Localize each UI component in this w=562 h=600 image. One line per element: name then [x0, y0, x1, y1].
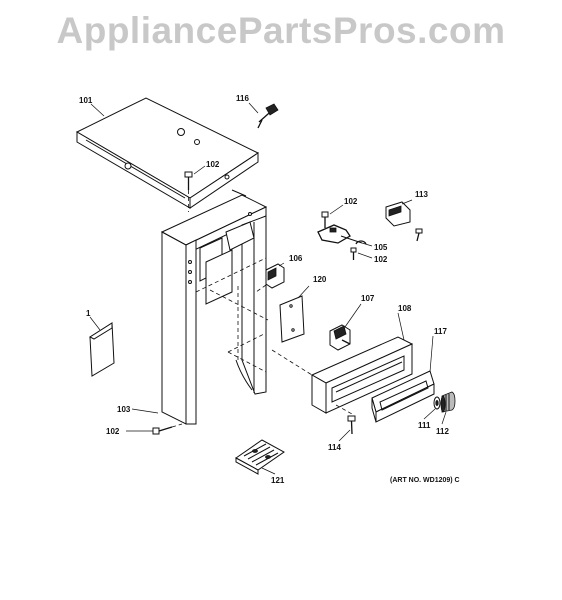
part-113-terminal-block[interactable] [385, 199, 413, 227]
part-105-bracket[interactable] [317, 224, 367, 245]
part-108-bezel[interactable] [271, 336, 414, 415]
callout-106: 106 [289, 254, 303, 263]
part-117-window-frame[interactable] [371, 370, 435, 423]
callout-121: 121 [271, 476, 285, 485]
art-number-label: (ART NO. WD1209) C [390, 477, 460, 484]
part-102-screw-bracket-low[interactable] [350, 228, 423, 260]
part-116-clip[interactable] [257, 103, 279, 129]
callout-102-base: 102 [106, 427, 120, 436]
callout-102-bracket: 102 [344, 197, 358, 206]
part-102-screw-top[interactable] [184, 171, 193, 212]
watermark-logo: AppliancePartsPros.com [56, 10, 506, 51]
part-106-switch[interactable] [255, 262, 285, 293]
callout-112: 112 [436, 427, 449, 436]
callout-101: 101 [79, 96, 93, 105]
callout-120: 120 [313, 275, 327, 284]
part-101-top-panel[interactable] [75, 97, 260, 209]
part-114-screw[interactable] [347, 415, 356, 435]
part-112-knob[interactable] [440, 391, 456, 413]
callout-114: 114 [328, 443, 341, 452]
part-102-screw-bracket[interactable] [321, 211, 329, 228]
part-102-screw-base[interactable] [152, 423, 183, 435]
callout-117: 117 [434, 327, 447, 336]
callout-105: 105 [374, 243, 388, 252]
callout-103: 103 [117, 405, 131, 414]
callout-108: 108 [398, 304, 412, 313]
part-1-manual[interactable] [88, 322, 115, 377]
part-120-cover-plate[interactable] [279, 295, 305, 343]
part-111-washer[interactable] [433, 396, 441, 410]
callout-113: 113 [415, 190, 428, 199]
leader-lines [89, 102, 447, 475]
part-121-element[interactable] [235, 439, 285, 475]
callout-107: 107 [361, 294, 375, 303]
callout-1: 1 [86, 309, 91, 318]
part-103-frame[interactable] [160, 194, 269, 425]
part-107-thermostat[interactable] [329, 324, 351, 351]
callout-102-top: 102 [206, 160, 220, 169]
callout-111: 111 [418, 421, 431, 430]
callout-102-bracket-low: 102 [374, 255, 388, 264]
callout-116: 116 [236, 94, 249, 103]
